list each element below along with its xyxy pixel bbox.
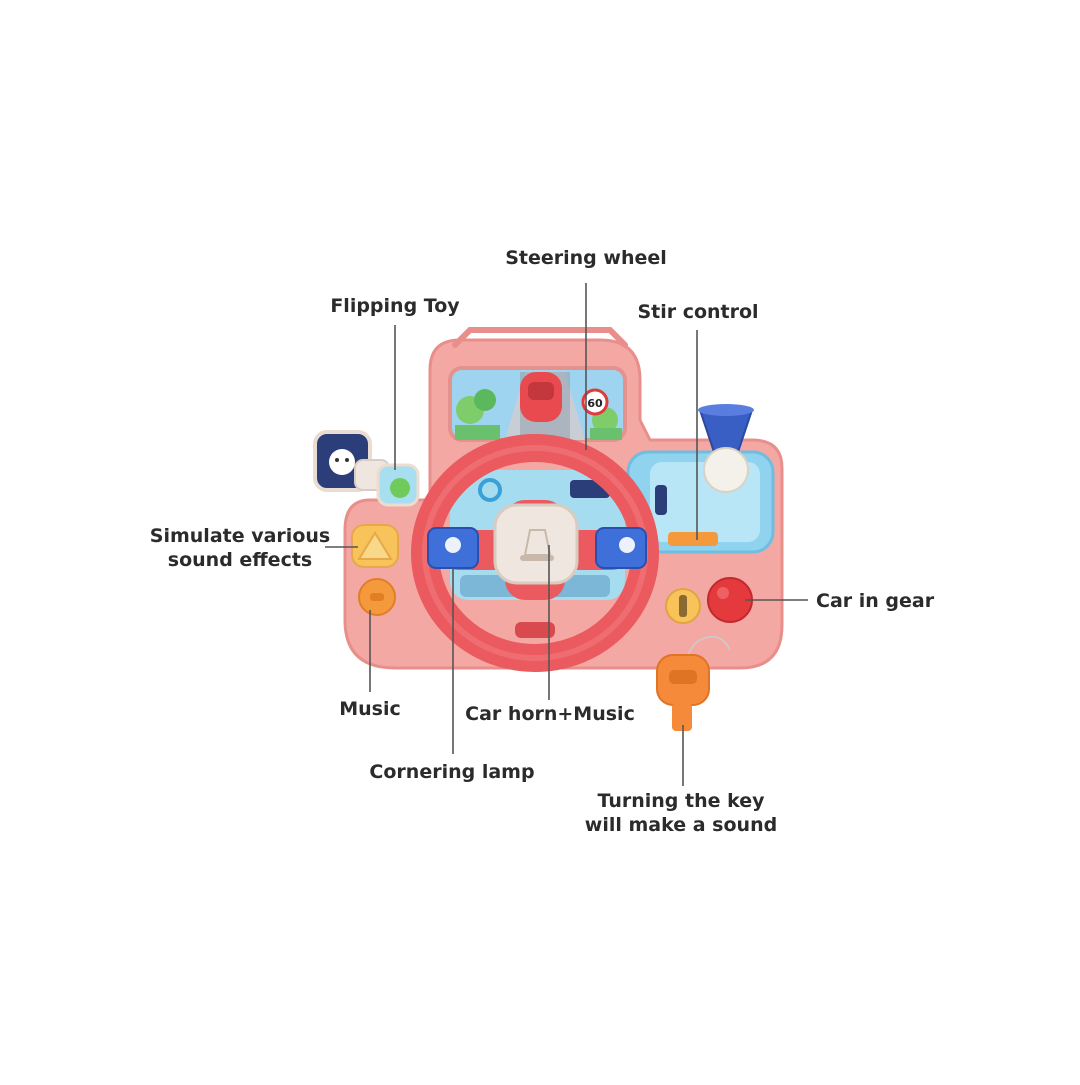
flipping-toy[interactable] [313,430,420,507]
label-turning-key-line1: Turning the key [597,790,765,812]
right-cornering-lamp[interactable] [595,527,647,569]
label-music: Music [339,698,401,720]
toy-car-icon [520,372,562,422]
top-screen [448,366,627,442]
speed-sign-text: 60 [587,397,603,410]
car-in-gear-knob[interactable] [707,577,753,623]
music-button[interactable] [358,578,396,616]
label-steering-wheel: Steering wheel [505,247,667,269]
leader-lines [325,283,808,786]
label-stir-control: Stir control [637,301,759,323]
car-horn-button[interactable] [493,503,579,585]
stir-control-shaker[interactable] [698,404,754,493]
speed-sign: 60 [581,388,609,416]
label-turning-key-line2: will make a sound [584,814,778,836]
label-sound-effects-line1: Simulate various [149,525,331,547]
key-slot [665,588,701,624]
toy-key[interactable] [656,654,710,731]
label-turning-key: Turning the key will make a sound [585,789,777,837]
sound-effects-button[interactable] [351,524,399,568]
left-cornering-lamp[interactable] [427,527,479,569]
label-car-in-gear: Car in gear [816,590,935,612]
label-cornering-lamp: Cornering lamp [369,761,535,783]
label-car-horn-music: Car horn+Music [465,703,635,725]
label-sound-effects: Simulate various sound effects [150,524,330,572]
label-sound-effects-line2: sound effects [167,549,313,571]
label-flipping-toy: Flipping Toy [330,295,460,317]
